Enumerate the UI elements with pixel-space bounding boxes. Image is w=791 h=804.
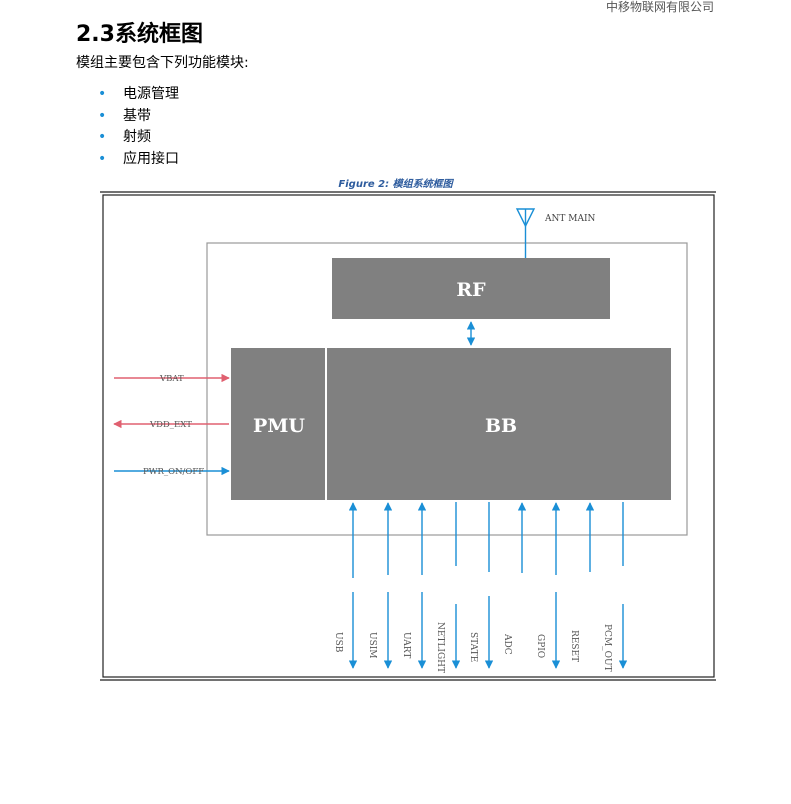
list-item: •基带: [98, 106, 179, 128]
section-title: 2.3系统框图: [76, 22, 203, 47]
usim-label: USIM: [367, 632, 377, 659]
rf-label: RF: [456, 279, 486, 301]
bb-label: BB: [485, 415, 517, 437]
pmu-block: [231, 348, 325, 500]
gpio-label: GPIO: [535, 634, 545, 658]
diagram-outer-frame: [102, 194, 715, 678]
pmu-label: PMU: [253, 415, 305, 437]
adc-label: ADC: [502, 633, 512, 655]
antenna-label: ANT MAIN: [544, 214, 596, 224]
bullet-icon: •: [98, 86, 107, 102]
usb-label: USB: [333, 632, 343, 653]
bullet-icon: •: [98, 107, 107, 124]
feature-list: •电源管理 •基带 •射频 •应用接口: [98, 84, 179, 170]
list-item: •电源管理: [98, 84, 179, 106]
list-item: •射频: [98, 127, 179, 149]
vdd-ext-label: VDD_EXT: [149, 420, 192, 430]
figure-caption: Figure 2: 模组系统框图: [338, 179, 453, 190]
section-intro: 模组主要包含下列功能模块:: [76, 55, 249, 71]
list-item: •应用接口: [98, 149, 179, 171]
antenna-icon: [515, 208, 536, 258]
bb-block: [327, 348, 671, 500]
vbat-label: VBAT: [159, 374, 184, 384]
company-name: 中移物联网有限公司: [605, 0, 714, 14]
rf-block: [332, 258, 610, 319]
uart-label: UART: [401, 632, 411, 658]
bullet-icon: •: [98, 150, 107, 167]
module-boundary: [206, 242, 688, 536]
netlight-label: NETLIGHT: [435, 622, 445, 673]
bullet-icon: •: [98, 129, 107, 145]
reset-label: RESET: [569, 630, 579, 662]
pcm-out-label: PCM_OUT: [602, 624, 612, 672]
state-label: STATE: [468, 632, 478, 662]
pwr-on-off-label: PWR_ON/OFF: [143, 467, 204, 477]
